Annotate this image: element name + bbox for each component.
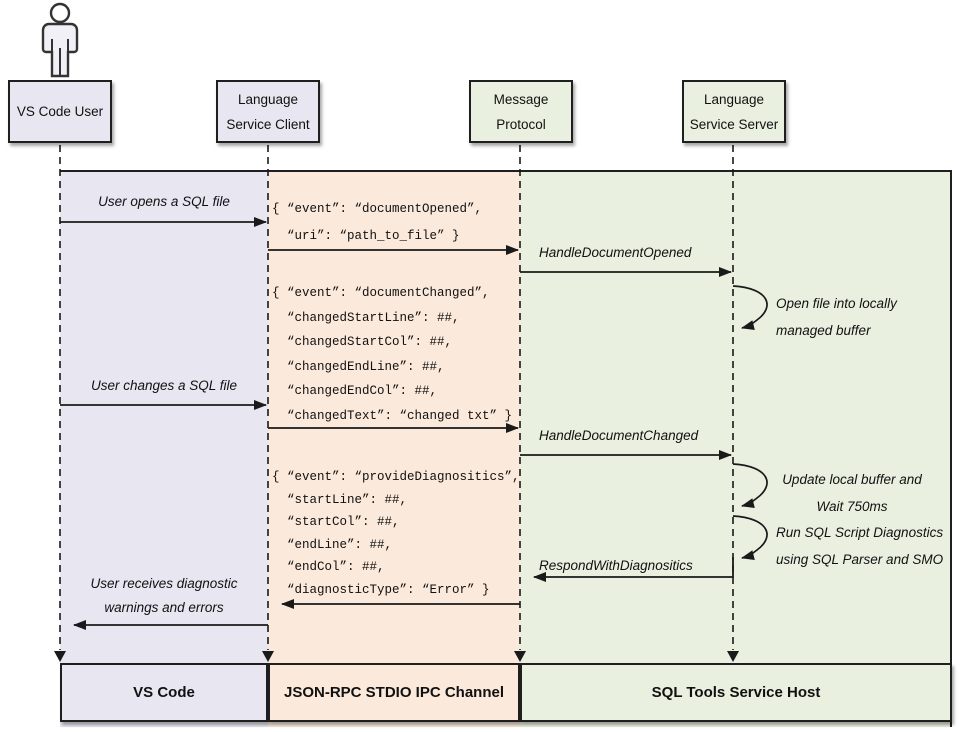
actor-box-message-protocol: Message Protocol [469,80,573,143]
note-line: managed buffer [776,323,871,338]
note-run-sql-diagnostics: Run SQL Script Diagnostics using SQL Par… [776,519,943,573]
actor-box-vscode-user: VS Code User [8,80,112,143]
lane-label: VS Code [133,684,195,701]
note-line: using SQL Parser and SMO [776,552,944,567]
payload-line: “changedStartLine”: ##, [272,310,460,325]
payload-line: { “event”: “documentChanged”, [272,286,490,300]
payload-line: “diagnosticType”: “Error” } [272,582,490,597]
label-respond-with-diagnostics: RespondWithDiagnositics [539,558,693,573]
note-line: Update local buffer and [782,472,922,487]
lane-box-vscode: VS Code [60,663,268,722]
lane-ipc-background [268,170,520,727]
note-line: Open file into locally [776,296,897,311]
payload-provide-diagnostics: { “event”: “provideDiagnositics”, “start… [272,466,520,601]
note-line: warnings and errors [104,600,224,615]
payload-line: “uri”: “path_to_file” } [272,229,460,243]
payload-line: “endLine”: ##, [272,537,393,552]
payload-line: “changedEndCol”: ##, [272,384,438,398]
label-handle-document-changed: HandleDocumentChanged [539,428,699,443]
label-handle-document-opened: HandleDocumentOpened [539,245,692,260]
note-user-receives-diagnostics: User receives diagnostic warnings and er… [60,572,268,620]
actor-label: Protocol [496,116,546,132]
actor-label: Language [703,91,765,107]
payload-document-opened: { “event”: “documentOpened”, “uri”: “pat… [272,196,482,250]
payload-line: “changedStartCol”: ##, [272,335,453,349]
payload-line: { “event”: “documentOpened”, [272,202,483,216]
note-line: Wait 750ms [816,499,888,514]
payload-line: “changedText”: “changed txt” } [272,408,513,423]
payload-line: “startCol”: ##, [272,515,400,529]
payload-line: “endCol”: ##, [272,560,385,574]
payload-document-changed: { “event”: “documentChanged”, “changedSt… [272,281,512,428]
payload-line: { “event”: “provideDiagnositics”, [272,470,520,484]
payload-line: “startLine”: ##, [272,492,408,507]
actor-label: Message [493,91,549,107]
lane-label: JSON-RPC STDIO IPC Channel [283,684,505,701]
label-user-opens-sql-file: User opens a SQL file [98,194,230,209]
lane-label: SQL Tools Service Host [651,684,821,701]
note-line: User receives diagnostic [90,576,238,591]
note-update-local-buffer: Update local buffer and Wait 750ms [768,466,936,520]
note-open-file: Open file into locally managed buffer [776,290,897,344]
note-line: Run SQL Script Diagnostics [776,525,944,540]
label-user-changes-sql-file: User changes a SQL file [90,378,238,393]
lane-box-sql-tools-service-host: SQL Tools Service Host [520,663,952,722]
lane-vscode-background [60,170,268,727]
actor-box-language-service-client: Language Service Client [216,80,320,143]
lane-box-jsonrpc-ipc-channel: JSON-RPC STDIO IPC Channel [268,663,520,722]
actor-label: Language [237,91,299,107]
actor-box-language-service-server: Language Service Server [682,80,786,143]
actor-label: Service Client [226,116,310,132]
payload-line: “changedEndLine”: ##, [272,359,445,374]
actor-label: VS Code User [16,104,104,119]
actor-label: Service Server [689,116,779,132]
lane-host-background [520,170,952,727]
user-person-icon [41,2,79,78]
